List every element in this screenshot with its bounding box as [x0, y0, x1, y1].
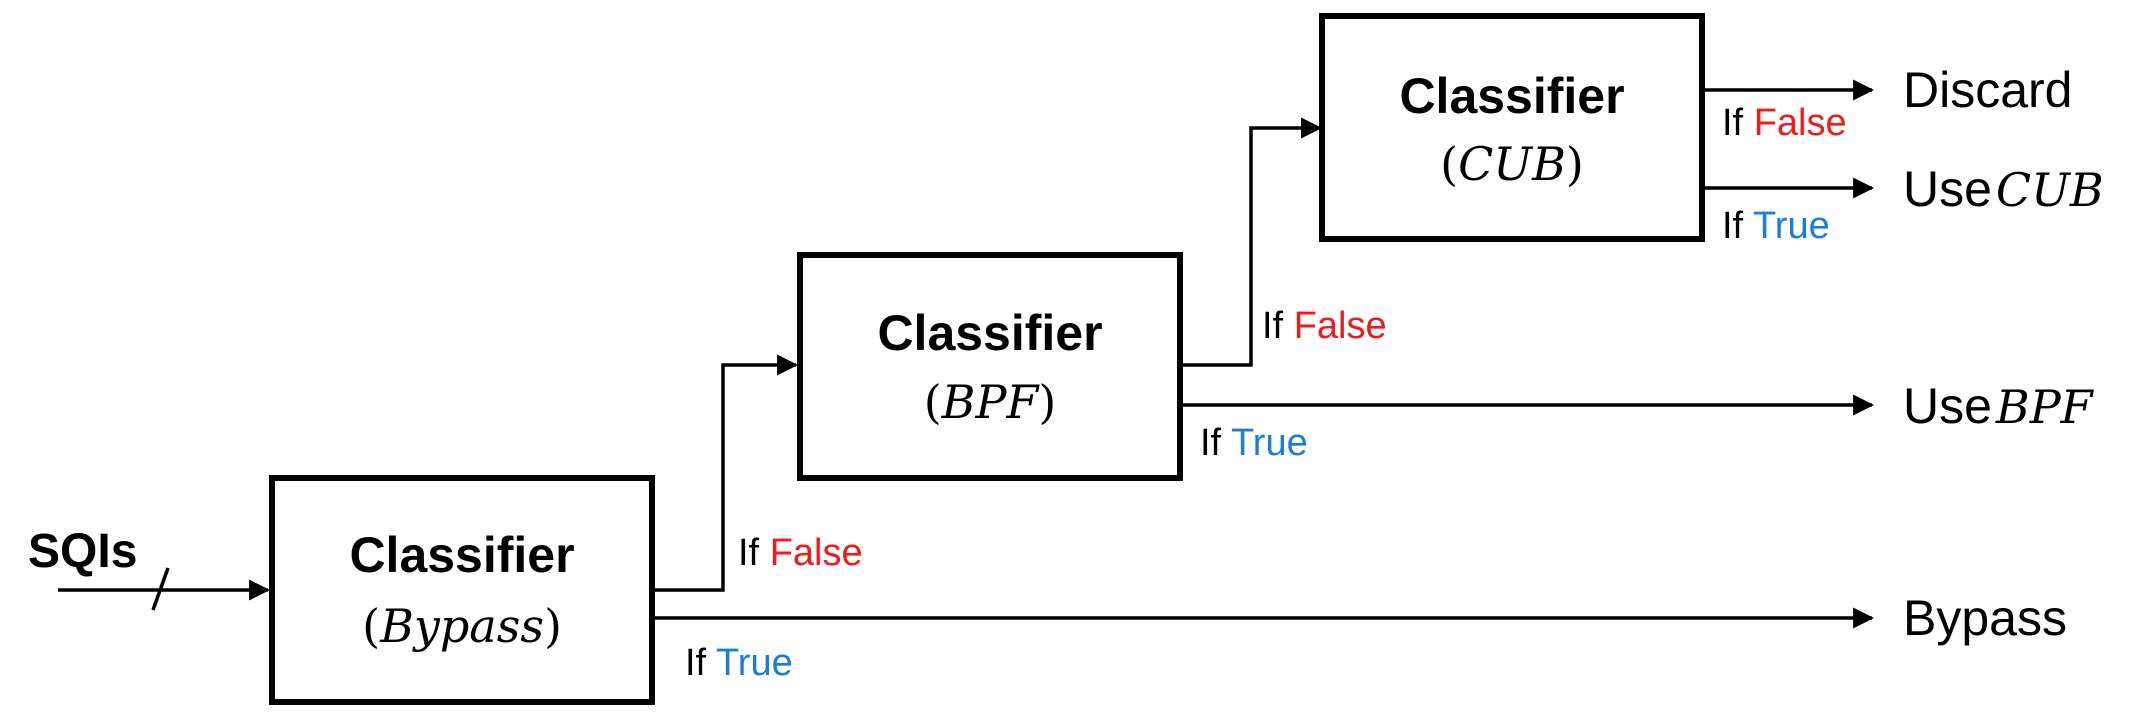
classifier-cub-title: Classifier — [1399, 68, 1624, 124]
classifier-bpf-block: Classifier (BPF) — [797, 252, 1183, 481]
bypass-true-condition: If True — [685, 642, 793, 684]
bus-slash-mark — [151, 567, 170, 611]
classifier-bpf-title: Classifier — [877, 305, 1102, 361]
classifier-cub-box — [1319, 13, 1705, 242]
bypass-false-condition: If False — [738, 532, 863, 574]
bypass-false-arrow — [652, 354, 799, 592]
classifier-bypass-box — [269, 475, 655, 705]
classifier-bypass-title: Classifier — [349, 527, 574, 583]
classifier-bypass-subject: Bypass — [379, 599, 544, 653]
output-discard: Discard — [1903, 62, 2072, 118]
output-use-bpf: Use BPF — [1903, 378, 2095, 434]
cub-false-condition: If False — [1722, 102, 1847, 144]
classifier-cub-subject: CUB — [1458, 137, 1566, 191]
cub-true-condition: If True — [1722, 205, 1830, 247]
classifier-bpf-subtitle: (BPF) — [924, 375, 1057, 429]
output-use-cub: Use CUB — [1903, 161, 2104, 217]
bpf-false-condition: If False — [1262, 305, 1387, 347]
classifier-bypass-block: Classifier (Bypass) — [269, 475, 655, 705]
output-bypass: Bypass — [1903, 590, 2067, 646]
classifier-cub-block: Classifier (CUB) — [1319, 13, 1705, 242]
classifier-bypass-subtitle: (Bypass) — [362, 599, 562, 653]
classifier-cub-subtitle: (CUB) — [1440, 137, 1584, 191]
bpf-false-arrow — [1180, 117, 1323, 367]
input-label: SQIs — [28, 525, 137, 578]
bpf-true-condition: If True — [1200, 422, 1308, 464]
classifier-bpf-subject: BPF — [941, 375, 1041, 429]
classifier-bpf-box — [797, 252, 1183, 481]
